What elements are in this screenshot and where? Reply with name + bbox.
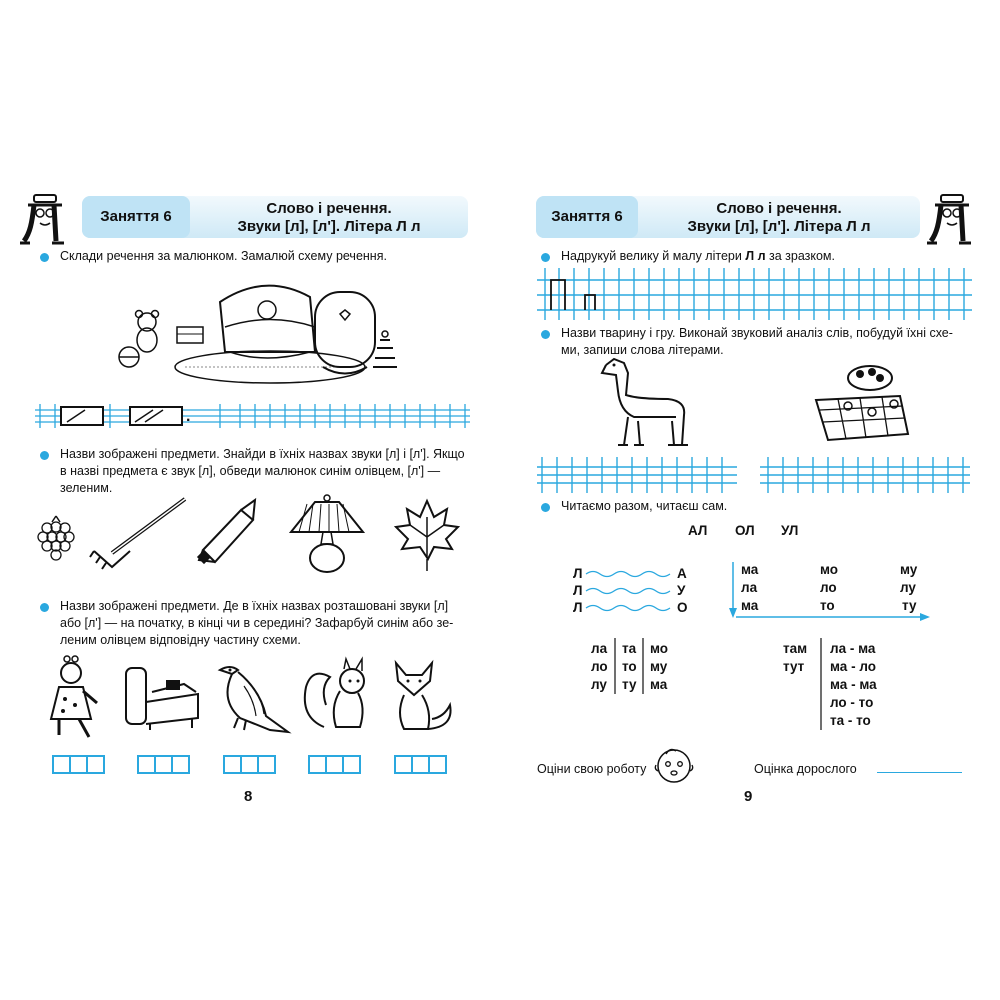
slide-letter-right-2: У [677, 583, 686, 598]
self-evaluation-label: Оціни свою роботу [537, 762, 647, 776]
task-1-text: Склади речення за малюнком. Замалюй схем… [60, 249, 387, 263]
letter-writing-grid[interactable] [537, 268, 972, 320]
syllable: лу [591, 677, 607, 692]
slide-letter-left-2: Л [573, 583, 583, 598]
task-bullet [40, 253, 49, 262]
sentence-scheme-grid [35, 404, 470, 428]
syllable: ла [591, 641, 608, 656]
syllable: мо [650, 641, 669, 656]
syllable: му [650, 659, 668, 674]
task-r3-text: Читаємо разом, читаєш сам. [561, 499, 728, 513]
lesson-header: Заняття 6 Слово і речення. Звуки [л], [л… [536, 196, 920, 238]
grid-cell: ту [902, 598, 917, 613]
lotto-game-picture [814, 365, 910, 442]
adult-evaluation-label: Оцінка дорослого [754, 762, 857, 776]
grid-cell: то [820, 598, 835, 613]
lesson-number: Заняття 6 [82, 196, 190, 238]
syllable: та [622, 641, 637, 656]
squirrel-picture[interactable] [300, 656, 375, 737]
grid-cell: ма [741, 562, 759, 577]
slide-letter-right-3: О [677, 600, 688, 615]
syllable: ло [591, 659, 608, 674]
syllable-ol: ОЛ [735, 523, 755, 538]
sound-analysis-grid-1[interactable] [537, 455, 737, 495]
word: ло - то [830, 695, 874, 710]
page-number-right: 9 [744, 788, 753, 805]
bed-picture[interactable] [122, 662, 204, 732]
syllable: ма [650, 677, 668, 692]
lesson-title-line2: Звуки [л], [л']. Літера Л л [687, 218, 871, 235]
sound-analysis-grid-2[interactable] [760, 455, 970, 495]
grid-cell: ло [820, 580, 837, 595]
grid-cell: лу [900, 580, 916, 595]
column-dividers [614, 638, 644, 694]
lamp-picture[interactable] [285, 492, 370, 577]
slide-letter-right-1: А [677, 566, 687, 581]
lesson-title-line2: Звуки [л], [л']. Літера Л л [237, 218, 421, 235]
llama-picture [600, 357, 688, 446]
grid-cell: ла [741, 580, 758, 595]
lesson-title-line1: Слово і речення. [266, 200, 392, 217]
fox-picture[interactable] [388, 657, 458, 737]
smiley-face-icon[interactable] [652, 745, 696, 785]
syllable: то [622, 659, 637, 674]
task-bullet [40, 451, 49, 460]
task-2-line2: в назві предмета є звук [л], обведи малю… [60, 464, 441, 478]
slide-letter-left-1: Л [573, 566, 583, 581]
task-bullet [541, 253, 550, 262]
syllable-al: АЛ [688, 523, 708, 538]
task-2-line1: Назви зображені предмети. Знайди в їхніх… [60, 447, 465, 461]
task-r1-text: Надрукуй велику й малу літери Л л за зра… [561, 249, 835, 263]
task-bullet [541, 503, 550, 512]
slide-letter-left-3: Л [573, 600, 583, 615]
cradle-scene-illustration [118, 284, 397, 384]
task-3-line3: леним олівцем відповідну частину схеми. [60, 633, 301, 647]
wavy-slide-lines [585, 570, 671, 612]
rake-picture[interactable] [89, 495, 190, 575]
task-bullet [40, 603, 49, 612]
task-r2-line1: Назви тварину і гру. Виконай звуковий ан… [561, 326, 953, 340]
adult-evaluation-line[interactable] [877, 772, 962, 773]
word: та - то [830, 713, 871, 728]
letter-l-mascot-icon [20, 194, 64, 245]
letter-l-mascot-icon [927, 194, 971, 245]
raspberry-picture[interactable] [35, 512, 77, 562]
scheme-period: . [186, 408, 191, 425]
lesson-title-line1: Слово і речення. [716, 200, 842, 217]
syllable: ту [622, 677, 637, 692]
lesson-number: Заняття 6 [536, 196, 638, 238]
task-3-line2: або [л'] — на початку, в кінці чи в сере… [60, 616, 454, 630]
grid-cell: ма [741, 598, 759, 613]
maple-leaf-picture[interactable] [392, 497, 462, 572]
task-2-line3: зеленим. [60, 481, 113, 495]
reading-arrows [729, 562, 930, 621]
grid-cell: мо [820, 562, 839, 577]
page-number-left: 8 [244, 788, 253, 805]
syllable-ul: УЛ [781, 523, 799, 538]
pencil-picture[interactable] [195, 497, 260, 568]
word-divider [820, 638, 822, 730]
grid-cell: му [900, 562, 918, 577]
word: там [783, 641, 808, 656]
task-r2-line2: ми, запиши слова літерами. [561, 343, 724, 357]
doll-picture[interactable] [45, 655, 107, 743]
lesson-header: Заняття 6 Слово і речення. Звуки [л], [л… [82, 196, 468, 238]
word: ла - ма [830, 641, 876, 656]
word: тут [783, 659, 805, 674]
task-3-line1: Назви зображені предмети. Де в їхніх наз… [60, 599, 449, 613]
word: ма - ло [830, 659, 876, 674]
eagle-picture[interactable] [210, 660, 292, 735]
word: ма - ма [830, 677, 877, 692]
task-bullet [541, 330, 550, 339]
